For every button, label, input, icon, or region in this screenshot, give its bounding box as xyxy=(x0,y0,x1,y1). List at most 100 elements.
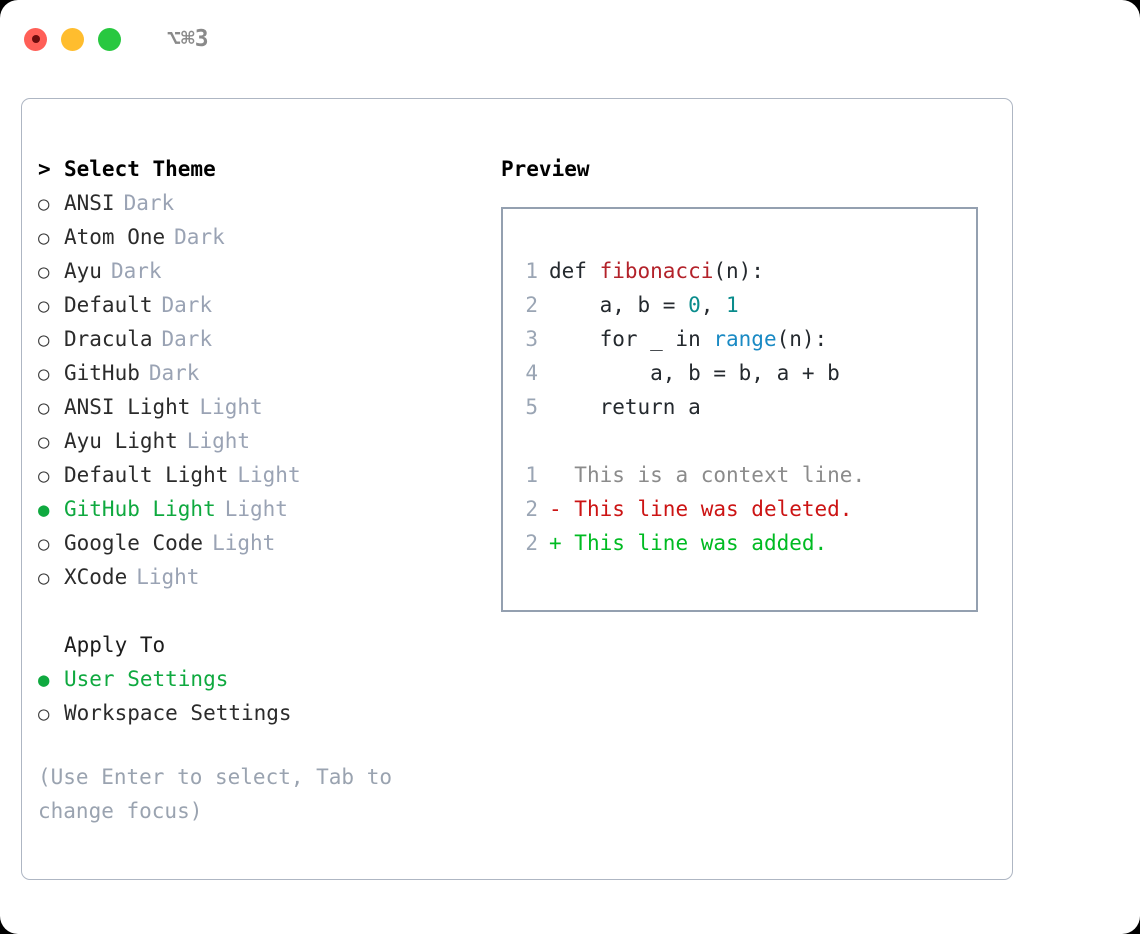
minimize-button[interactable] xyxy=(61,27,84,51)
theme-list-item[interactable]: ○ Dracula Dark xyxy=(38,322,488,356)
apply-to-label: User Settings xyxy=(64,667,229,691)
theme-category: Dark xyxy=(161,327,213,351)
diff-line: 2- This line was deleted. xyxy=(516,492,970,526)
radio-unselected-icon: ○ xyxy=(38,261,50,283)
close-button[interactable] xyxy=(24,27,47,51)
code-line: 2 a, b = 0, 1 xyxy=(516,288,970,322)
radio-unselected-icon: ○ xyxy=(38,533,50,555)
theme-list-item[interactable]: ○ Ayu Dark xyxy=(38,254,488,288)
code-token-plain: def xyxy=(549,259,600,283)
code-token-plain: for _ in xyxy=(549,327,714,351)
theme-category: Light xyxy=(237,463,301,487)
code-token-call: range xyxy=(713,327,777,351)
radio-unselected-icon: ○ xyxy=(38,329,50,351)
apply-to-option[interactable]: ● User Settings xyxy=(38,662,488,696)
radio-unselected-icon: ○ xyxy=(38,567,50,589)
title-bar: ⌥⌘3 xyxy=(0,0,1140,78)
diff-content: This is a context line. xyxy=(574,463,866,487)
code-token-plain: (n): xyxy=(776,327,828,351)
theme-name: ANSI Light xyxy=(64,395,191,419)
theme-name: Dracula xyxy=(64,327,153,351)
radio-selected-icon: ● xyxy=(38,499,50,521)
code-token-plain: (n): xyxy=(713,259,764,283)
theme-name: Atom One xyxy=(64,225,166,249)
code-text: a, b = b, a + b xyxy=(549,356,840,390)
code-text: return a xyxy=(549,390,701,424)
line-number: 4 xyxy=(525,361,538,385)
diff-sign: + xyxy=(549,531,575,555)
theme-category: Dark xyxy=(123,191,175,215)
theme-picker-title: Select Theme xyxy=(64,157,216,181)
diff-text-del: - This line was deleted. xyxy=(549,492,852,526)
line-number: 1 xyxy=(525,463,538,487)
radio-unselected-icon: ○ xyxy=(38,397,50,419)
code-token-num: 0 xyxy=(688,293,701,317)
theme-list-item[interactable]: ○ ANSI Light Light xyxy=(38,390,488,424)
radio-unselected-icon: ○ xyxy=(38,431,50,453)
theme-list-item[interactable]: ○ ANSI Dark xyxy=(38,186,488,220)
theme-name: Ayu xyxy=(64,259,102,283)
theme-list-item[interactable]: ○ Ayu Light Light xyxy=(38,424,488,458)
theme-list-item[interactable]: ○ Google Code Light xyxy=(38,526,488,560)
theme-name: Google Code xyxy=(64,531,204,555)
code-text: a, b = 0, 1 xyxy=(549,288,739,322)
diff-block: 1 This is a context line.2- This line wa… xyxy=(516,458,970,560)
line-number: 1 xyxy=(525,259,538,283)
line-number: 2 xyxy=(525,497,538,521)
maximize-button[interactable] xyxy=(98,27,121,51)
theme-category: Dark xyxy=(174,225,225,249)
radio-selected-icon: ● xyxy=(38,669,50,691)
diff-sign xyxy=(549,463,574,487)
radio-unselected-icon: ○ xyxy=(38,193,50,215)
theme-name: GitHub Light xyxy=(64,497,216,521)
radio-unselected-icon: ○ xyxy=(38,295,50,317)
theme-category: Light xyxy=(224,497,288,521)
apply-to-option[interactable]: ○ Workspace Settings xyxy=(38,696,488,730)
apply-to-list: ● User Settings ○ Workspace Settings xyxy=(38,662,488,730)
theme-name: GitHub xyxy=(64,361,140,385)
radio-unselected-icon: ○ xyxy=(38,465,50,487)
theme-name: ANSI xyxy=(64,191,115,215)
line-number: 5 xyxy=(525,395,538,419)
theme-category: Light xyxy=(199,395,263,419)
caret-icon: > xyxy=(38,157,51,181)
line-number: 2 xyxy=(525,531,538,555)
theme-category: Light xyxy=(186,429,251,453)
apply-to-title: Apply To xyxy=(64,633,166,657)
theme-category: Dark xyxy=(161,293,213,317)
theme-category: Light xyxy=(212,531,276,555)
theme-list-item[interactable]: ● GitHub Light Light xyxy=(38,492,488,526)
theme-category: Dark xyxy=(110,259,162,283)
theme-category: Light xyxy=(136,565,200,589)
diff-spacer xyxy=(516,424,970,458)
theme-picker-header: > Select Theme xyxy=(38,152,488,186)
radio-unselected-icon: ○ xyxy=(38,363,50,385)
theme-list-item[interactable]: ○ Atom One Dark xyxy=(38,220,488,254)
keyboard-shortcut-label: ⌥⌘3 xyxy=(167,25,209,52)
code-line: 3 for _ in range(n): xyxy=(516,322,970,356)
code-text: def fibonacci(n): xyxy=(549,254,764,288)
diff-content: This line was added. xyxy=(574,531,828,555)
diff-sign: - xyxy=(549,497,575,521)
line-number: 2 xyxy=(525,293,538,317)
code-line: 1 def fibonacci(n): xyxy=(516,254,970,288)
diff-content: This line was deleted. xyxy=(574,497,853,521)
traffic-lights xyxy=(24,27,121,51)
section-spacer xyxy=(38,594,488,628)
theme-name: Ayu Light xyxy=(64,429,178,453)
radio-unselected-icon: ○ xyxy=(38,227,50,249)
apply-to-label: Workspace Settings xyxy=(64,701,292,725)
code-line: 5 return a xyxy=(516,390,970,424)
radio-unselected-icon: ○ xyxy=(38,703,50,725)
code-token-plain: , xyxy=(700,293,727,317)
code-token-plain: a, b = b, a + b xyxy=(549,361,840,385)
